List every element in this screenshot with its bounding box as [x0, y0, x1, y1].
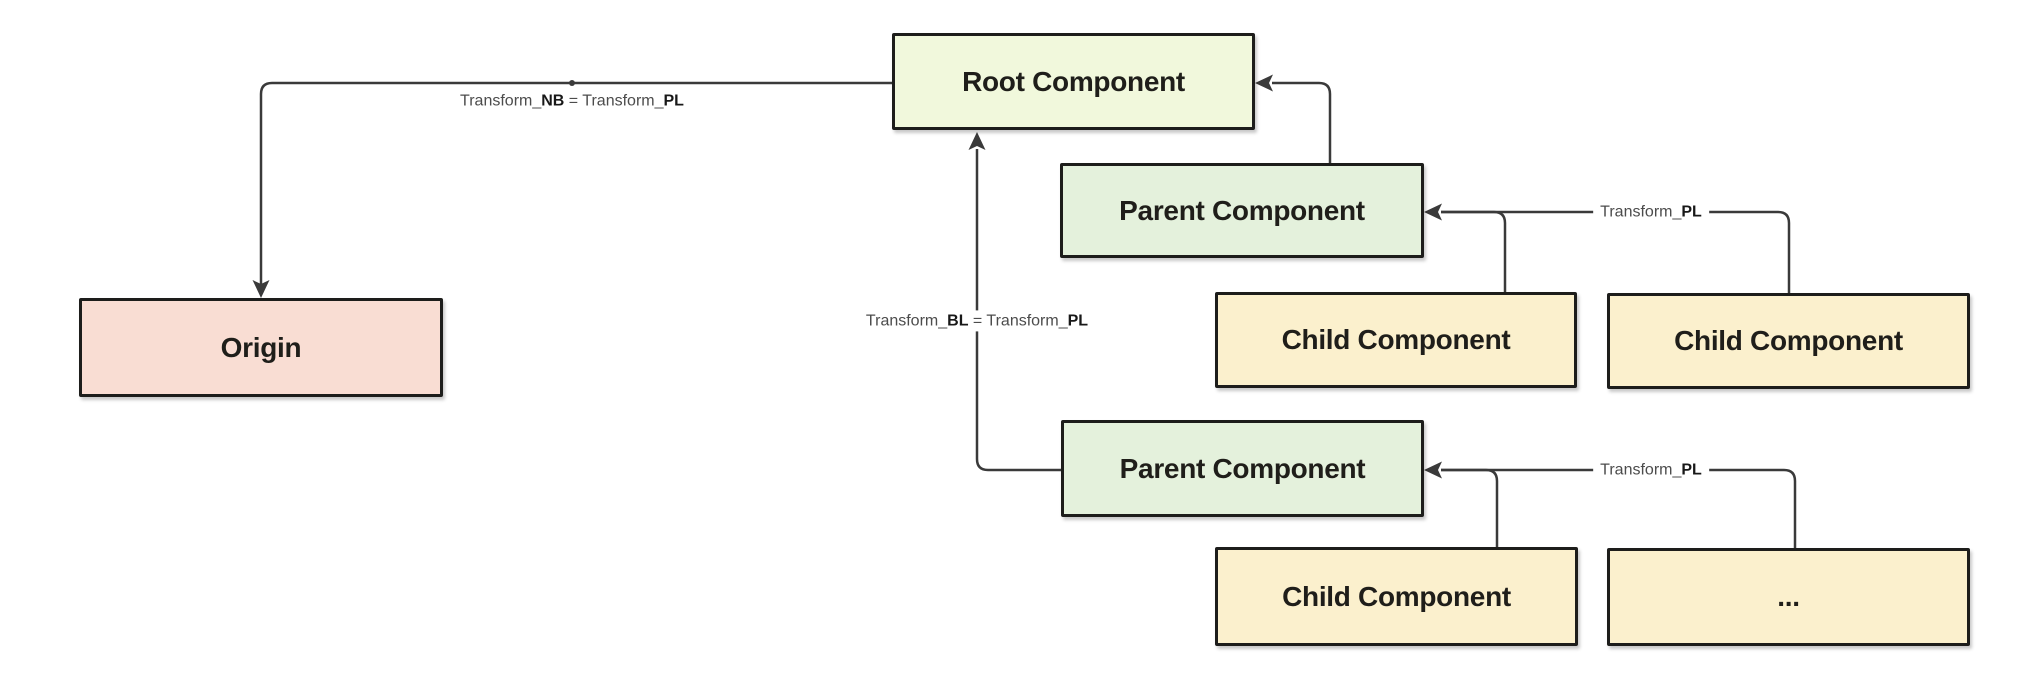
edge-child2-to-parent1 — [1441, 210, 1791, 293]
edge-label-bold: PL — [1681, 203, 1702, 221]
node-child-component-1: Child Component — [1215, 292, 1577, 388]
arrowhead-into-origin-top — [252, 280, 270, 298]
edge-label-transform-pl-top: Transform_PL — [1593, 201, 1709, 223]
edge-label-text: Transform_ — [1600, 461, 1682, 479]
edge-label-text: Transform_ — [460, 92, 542, 110]
node-parent-component-2: Parent Component — [1061, 420, 1424, 517]
edge-label-transform-pl-bottom: Transform_PL — [1593, 459, 1709, 481]
edge-parent1-to-root — [1272, 81, 1332, 163]
edge-label-text: = Transform_ — [564, 92, 664, 110]
edge-label-bold: PL — [663, 92, 684, 110]
edge-parent2-to-root — [975, 149, 1061, 472]
arrowhead-into-root-right — [1255, 74, 1273, 92]
arrowhead-into-parent1-right — [1424, 203, 1442, 221]
edge-child3-to-parent2 — [1441, 468, 1499, 547]
node-child-component-3: Child Component — [1215, 547, 1578, 646]
node-parent-component-1: Parent Component — [1060, 163, 1424, 258]
edge-label-bold: BL — [947, 312, 969, 330]
edge-label-bold: PL — [1681, 461, 1702, 479]
edge-child1-to-parent1 — [1441, 210, 1507, 292]
arrowhead-into-parent2-right — [1424, 461, 1442, 479]
node-ellipsis: ... — [1607, 548, 1970, 646]
edge-label-text: Transform_ — [865, 312, 948, 330]
edge-label-bold: NB — [541, 92, 565, 110]
edge-ellipsis-to-parent2 — [1441, 468, 1797, 548]
edge-label-text: = Transform_ — [968, 312, 1068, 330]
node-root-component: Root Component — [892, 33, 1255, 130]
node-child-component-2: Child Component — [1607, 293, 1970, 389]
edge-midpoint-dot — [569, 80, 575, 86]
edge-label-text: Transform_ — [1600, 203, 1682, 221]
edge-label-bold: PL — [1067, 312, 1089, 330]
node-origin: Origin — [79, 298, 443, 397]
edge-root-to-origin — [259, 81, 892, 284]
edge-label-transform-bl: Transform_BL = Transform_PL — [858, 310, 1096, 332]
edge-label-transform-nb: Transform_NB = Transform_PL — [453, 90, 691, 111]
arrowhead-into-root-bottom — [968, 132, 986, 150]
